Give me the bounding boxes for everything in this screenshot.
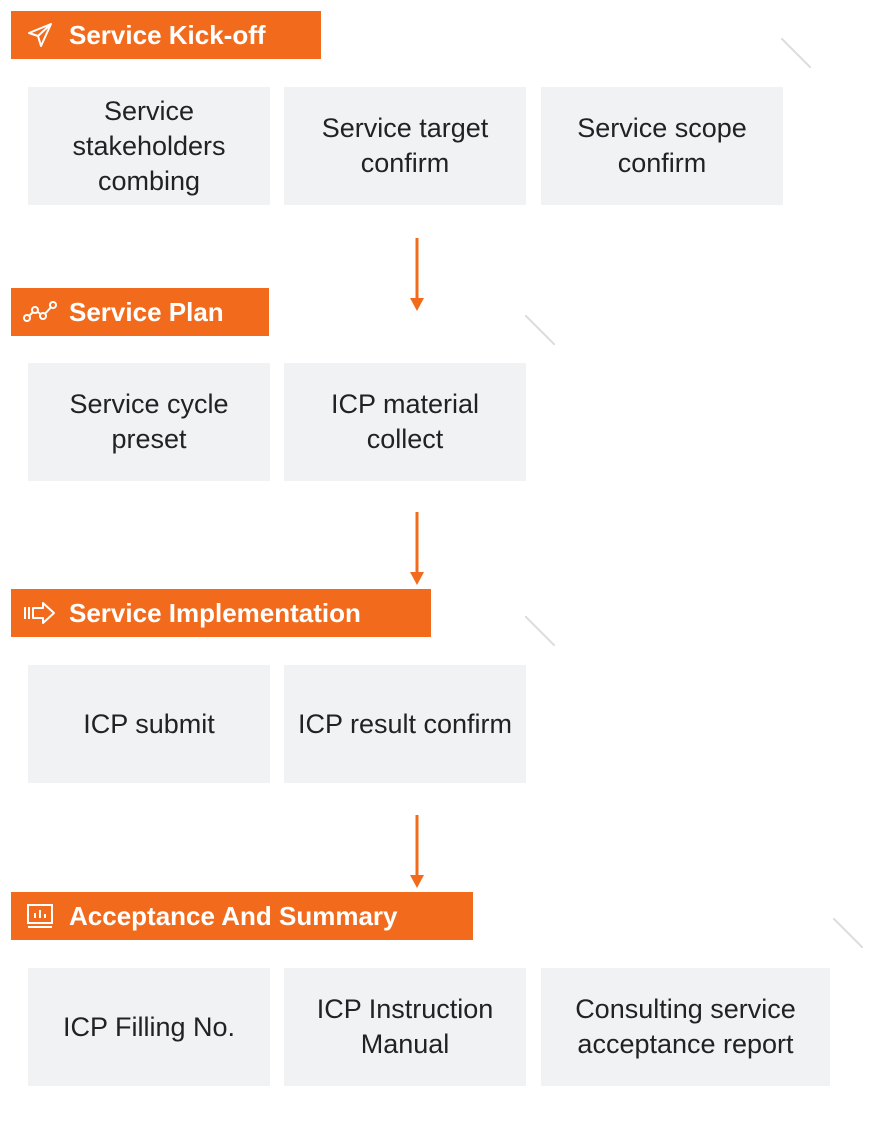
step-box: ICP material collect: [284, 363, 526, 481]
step-box: ICP submit: [28, 665, 270, 783]
flow-arrow: [410, 815, 424, 888]
step-box: Service stakeholders combing: [28, 87, 270, 205]
section-implementation-title: Service Implementation: [11, 589, 431, 637]
section-acceptance-title: Acceptance And Summary: [11, 892, 473, 940]
report-icon: [23, 901, 57, 931]
section-plan-title: Service Plan: [11, 288, 269, 336]
section-title-text: Service Kick-off: [69, 19, 266, 50]
paper-plane-icon: [23, 20, 57, 50]
step-box: ICP Filling No.: [28, 968, 270, 1086]
step-box: Service target confirm: [284, 87, 526, 205]
step-box: ICP result confirm: [284, 665, 526, 783]
arrow-right-icon: [23, 598, 57, 628]
section-kickoff-title: Service Kick-off: [11, 11, 321, 59]
step-box: Service scope confirm: [541, 87, 783, 205]
step-box: Service cycle preset: [28, 363, 270, 481]
section-title-text: Service Implementation: [69, 597, 361, 628]
step-box: Consulting service acceptance report: [541, 968, 830, 1086]
flow-arrow: [410, 512, 424, 585]
line-chart-icon: [23, 297, 57, 327]
step-box: ICP Instruction Manual: [284, 968, 526, 1086]
section-title-text: Acceptance And Summary: [69, 900, 398, 931]
section-title-text: Service Plan: [69, 296, 224, 327]
flow-arrow: [410, 238, 424, 311]
